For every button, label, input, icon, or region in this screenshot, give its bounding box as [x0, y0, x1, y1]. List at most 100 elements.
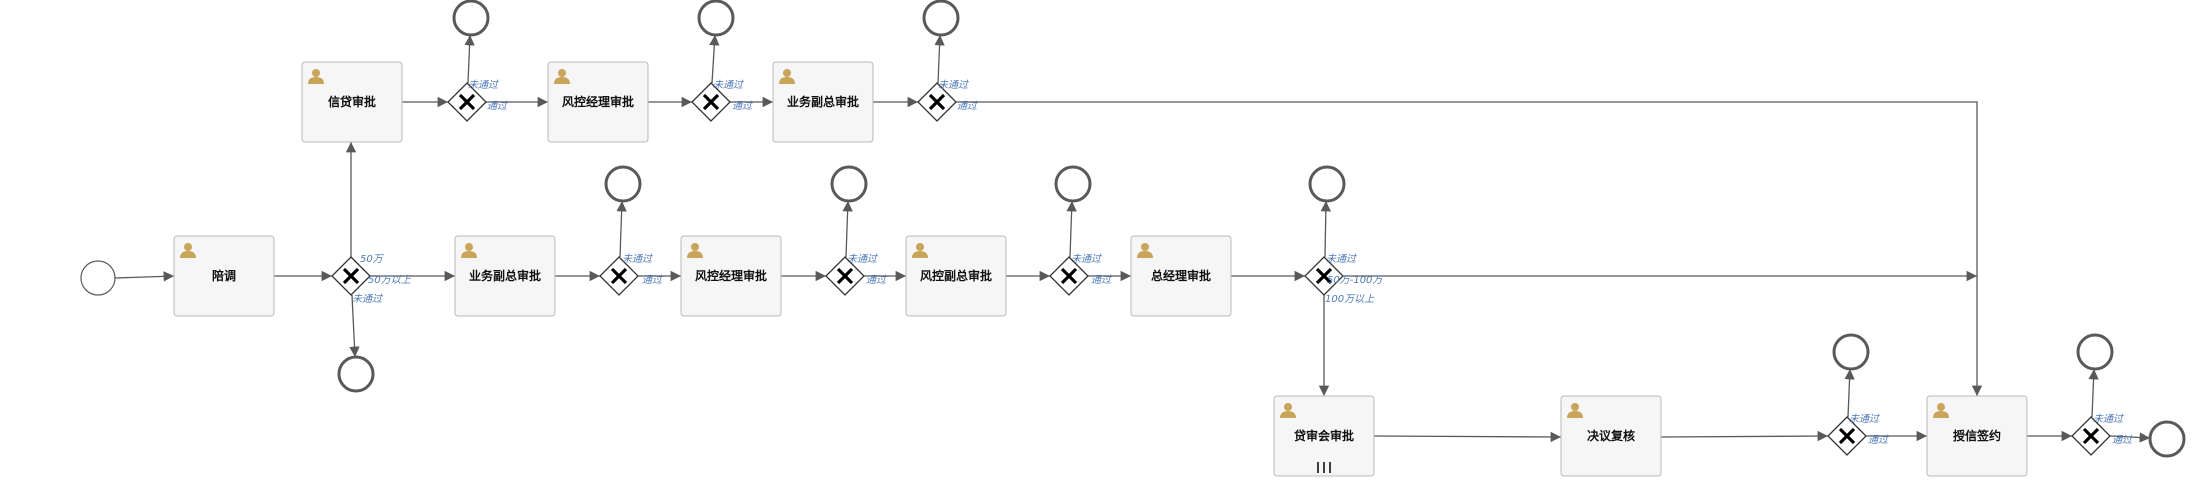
x-gateway-icon: [836, 267, 854, 285]
flow-condition-label: 50万以上: [368, 274, 412, 286]
flow-nodes: 陪调信贷审批风控经理审批业务副总审批业务副总审批风控经理审批风控副总审批总经理审…: [80, 0, 2186, 477]
flow-g5-to-end: [842, 200, 853, 258]
exclusive-gateway[interactable]: [1049, 256, 1089, 296]
exclusive-gateway[interactable]: [691, 82, 731, 122]
flow-condition-label: 未通过: [622, 253, 653, 265]
user-icon: [912, 243, 928, 258]
flow-g3-to-end: [934, 34, 945, 84]
task-label: 业务副总审批: [787, 94, 859, 109]
task-label: 决议复核: [1587, 428, 1635, 443]
end-event[interactable]: [1832, 333, 1870, 371]
user-icon: [779, 69, 795, 84]
exclusive-gateway[interactable]: [599, 256, 639, 296]
end-event[interactable]: [604, 165, 642, 203]
user-icon: [461, 243, 477, 258]
end-event[interactable]: [922, 0, 960, 37]
user-task[interactable]: 风控经理审批: [680, 235, 782, 317]
user-task[interactable]: 风控经理审批: [547, 61, 649, 143]
task-box: [1273, 395, 1375, 477]
exclusive-gateway[interactable]: [825, 256, 865, 296]
flow-g7-to-end: [1320, 200, 1332, 258]
flow-jyfh-to-g8: [1660, 430, 1829, 442]
user-icon: [180, 243, 196, 258]
task-box: [301, 61, 403, 143]
flow-condition-label: 通过: [487, 100, 508, 112]
flow-condition-label: 未通过: [1849, 413, 1880, 425]
flow-dsh-to-jyfh: [1373, 431, 1562, 443]
end-event[interactable]: [1054, 165, 1092, 203]
task-box: [1926, 395, 2028, 477]
flow-condition-label: 50万-100万: [1327, 275, 1384, 286]
user-icon: [1137, 243, 1153, 258]
flow-labels: 50万50万以上未通过未通过通过未通过通过未通过通过未通过通过未通过通过未通过通…: [352, 79, 2133, 446]
exclusive-gateway[interactable]: [917, 82, 957, 122]
flow-condition-label: 通过: [866, 274, 887, 286]
user-icon: [308, 69, 324, 84]
flow-g6-to-end: [1066, 200, 1077, 258]
task-box: [454, 235, 556, 317]
task-label: 陪调: [212, 268, 236, 283]
task-label: 总经理审批: [1151, 268, 1211, 283]
task-box: [905, 235, 1007, 317]
exclusive-gateway[interactable]: [331, 256, 371, 296]
end-event[interactable]: [2076, 333, 2114, 371]
flow-start-to-peidiao: [114, 271, 175, 282]
flow-condition-label: 50万: [360, 254, 385, 265]
flow-g0-to-end: [349, 294, 360, 358]
user-task[interactable]: 贷审会审批: [1273, 395, 1375, 477]
flow-g8-to-end: [1844, 368, 1855, 418]
user-icon: [1567, 403, 1583, 418]
task-box: [1130, 235, 1232, 317]
task-box: [547, 61, 649, 143]
user-task[interactable]: 授信签约: [1926, 395, 2028, 477]
task-box: [1560, 395, 1662, 477]
user-icon: [687, 243, 703, 258]
task-label: 信贷审批: [328, 94, 376, 109]
task-label: 贷审会审批: [1294, 428, 1354, 443]
flow-condition-label: 通过: [1091, 274, 1112, 286]
flow-condition-label: 通过: [957, 100, 978, 112]
task-label: 风控副总审批: [920, 268, 992, 283]
task-label: 业务副总审批: [469, 268, 541, 283]
task-label: 授信签约: [1953, 428, 2001, 443]
start-event[interactable]: [80, 260, 116, 296]
x-gateway-icon: [1315, 267, 1333, 285]
end-event[interactable]: [830, 165, 868, 203]
user-icon: [554, 69, 570, 84]
end-event[interactable]: [2148, 420, 2186, 458]
user-icon: [1933, 403, 1949, 418]
flow-g2-to-end: [709, 34, 720, 84]
task-label: 风控经理审批: [562, 94, 634, 109]
flow-condition-label: 通过: [2112, 434, 2133, 446]
flow-condition-label: 未通过: [352, 293, 383, 305]
end-event[interactable]: [1308, 165, 1346, 203]
x-gateway-icon: [458, 93, 476, 111]
user-task[interactable]: 总经理审批: [1130, 235, 1232, 317]
exclusive-gateway[interactable]: [1304, 256, 1344, 296]
end-event[interactable]: [337, 355, 375, 393]
user-task[interactable]: 陪调: [173, 235, 275, 317]
user-task[interactable]: 决议复核: [1560, 395, 1662, 477]
user-task[interactable]: 业务副总审批: [454, 235, 556, 317]
user-task[interactable]: 风控副总审批: [905, 235, 1007, 317]
flow-condition-label: 通过: [642, 274, 663, 286]
flow-condition-label: 未通过: [1326, 253, 1357, 265]
end-event[interactable]: [697, 0, 735, 37]
user-task[interactable]: 业务副总审批: [772, 61, 874, 143]
exclusive-gateway[interactable]: [1827, 416, 1867, 456]
flow-condition-label: 通过: [1868, 434, 1889, 446]
flow-condition-label: 100万以上: [1325, 293, 1375, 305]
x-gateway-icon: [1060, 267, 1078, 285]
user-task[interactable]: 信贷审批: [301, 61, 403, 143]
end-event[interactable]: [452, 0, 490, 37]
x-gateway-icon: [2082, 427, 2100, 445]
exclusive-gateway[interactable]: [447, 82, 487, 122]
flow-condition-label: 未通过: [713, 79, 744, 91]
flow-g3-to-sxqy: [956, 101, 1983, 396]
task-box: [680, 235, 782, 317]
flow-g1-to-end: [464, 34, 475, 84]
exclusive-gateway[interactable]: [2071, 416, 2111, 456]
x-gateway-icon: [610, 267, 628, 285]
